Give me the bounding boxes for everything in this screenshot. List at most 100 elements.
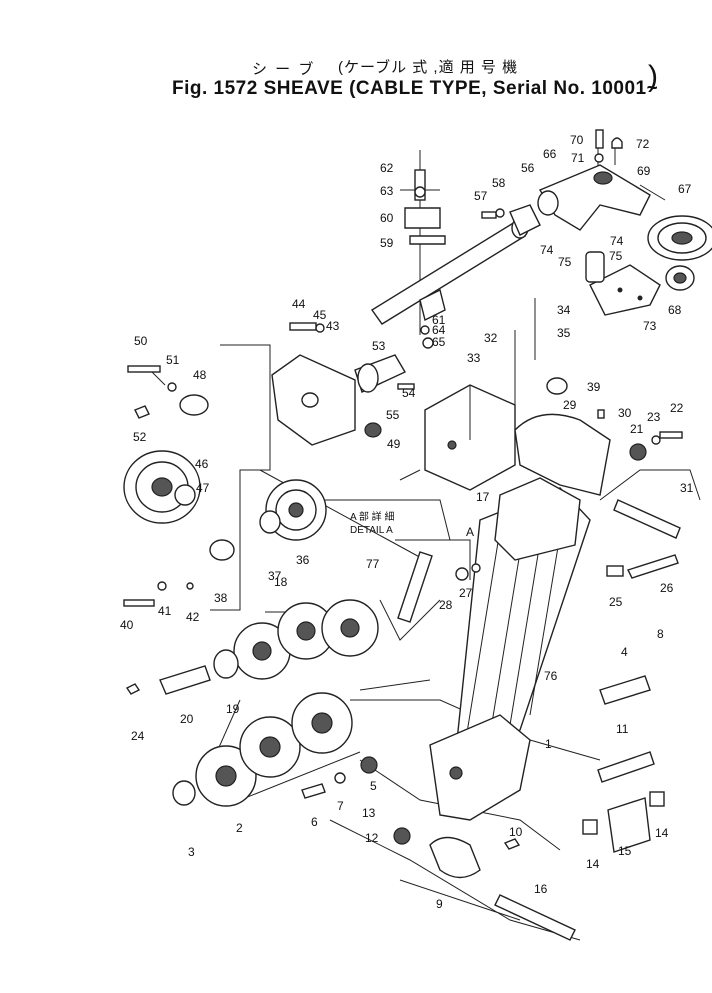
part-label: 29 — [563, 398, 577, 412]
title-japanese-subtitle: (ケーブル 式 ,適 用 号 機 — [338, 59, 519, 76]
part-label: 75 — [609, 249, 623, 263]
part-label: 6 — [311, 815, 318, 829]
part-label: 4 — [621, 645, 628, 659]
part-label: 50 — [134, 334, 148, 348]
part-label: 9 — [436, 897, 443, 911]
left-bracket-43 — [271, 322, 415, 446]
part-label: 27 — [459, 586, 473, 600]
guard-29 — [514, 377, 683, 579]
part-label: 10 — [509, 825, 523, 839]
part-label: 36 — [296, 553, 310, 567]
part-label: 63 — [380, 184, 394, 198]
part-label: 35 — [557, 326, 571, 340]
part-label: 45 — [313, 308, 327, 322]
part-label: 34 — [557, 303, 571, 317]
part-label: 55 — [386, 408, 400, 422]
part-label: 11 — [616, 722, 629, 736]
part-label: 53 — [372, 339, 386, 353]
part-label: 39 — [587, 380, 601, 394]
detail-a-label-jp: A 部 詳 細 — [350, 510, 394, 523]
part-label: 13 — [362, 806, 376, 820]
part-label: 18 — [274, 575, 288, 589]
part-label: 42 — [186, 610, 200, 624]
part-label: 32 — [484, 331, 498, 345]
title-japanese: シ ー ブ — [252, 61, 316, 78]
part-label: 41 — [158, 604, 172, 618]
part-label: 68 — [668, 303, 682, 317]
part-label: 48 — [193, 368, 207, 382]
part-label: 37 — [268, 569, 282, 583]
part-label: 74 — [540, 243, 554, 257]
part-label: 38 — [214, 591, 228, 605]
part-label: 73 — [643, 319, 657, 333]
part-label: 54 — [402, 386, 416, 400]
figure-title: Fig. 1572 SHEAVE (CABLE TYPE, Serial No.… — [172, 78, 659, 99]
part-label: 62 — [380, 161, 394, 175]
part-label: 22 — [670, 401, 684, 415]
part-label: 75 — [558, 255, 572, 269]
part-label: 14 — [586, 857, 600, 871]
top-bracket-assembly — [537, 129, 666, 231]
part-label: 56 — [521, 161, 535, 175]
part-label: 71 — [571, 151, 585, 165]
part-label: 8 — [657, 627, 664, 641]
part-label: 24 — [131, 729, 145, 743]
part-label: 1 — [545, 737, 552, 751]
sheave-36 — [123, 479, 327, 607]
part-label: 69 — [637, 164, 651, 178]
part-labels: 70 72 71 66 69 62 56 58 63 57 67 60 74 5… — [120, 133, 694, 911]
part-label: 40 — [120, 618, 134, 632]
part-label: 70 — [570, 133, 584, 147]
part-label: 23 — [647, 410, 661, 424]
part-label: 20 — [180, 712, 194, 726]
detail-a-marker: A — [466, 525, 474, 539]
shaft-59 — [370, 169, 541, 349]
part-label: 44 — [292, 297, 306, 311]
part-label: 64 — [432, 323, 446, 337]
part-label: 17 — [476, 490, 490, 504]
sheave-group-18 — [125, 599, 379, 695]
part-label: 33 — [467, 351, 481, 365]
part-label: 12 — [365, 831, 379, 845]
sheave-46 — [123, 365, 209, 524]
part-label: 7 — [337, 799, 344, 813]
part-label: 5 — [370, 779, 377, 793]
part-label: 16 — [534, 882, 548, 896]
part-label: 47 — [196, 481, 210, 495]
part-label: 31 — [680, 481, 694, 495]
part-label: 58 — [492, 176, 506, 190]
part-label: 65 — [432, 335, 446, 349]
part-label: 59 — [380, 236, 394, 250]
part-label: 2 — [236, 821, 243, 835]
part-label: 28 — [439, 598, 453, 612]
part-label: 77 — [366, 557, 380, 571]
part-label: 52 — [133, 430, 147, 444]
part-label: 30 — [618, 406, 632, 420]
part-label: 76 — [544, 669, 558, 683]
part-label: 74 — [610, 234, 624, 248]
part-label: 3 — [188, 845, 195, 859]
part-label: 66 — [543, 147, 557, 161]
part-label: 25 — [609, 595, 623, 609]
part-label: 21 — [630, 422, 644, 436]
part-label: 46 — [195, 457, 209, 471]
part-label: 26 — [660, 581, 674, 595]
sheave-group-2 — [172, 692, 411, 845]
part-label: 60 — [380, 211, 394, 225]
part-label: 57 — [474, 189, 488, 203]
part-label: 67 — [678, 182, 692, 196]
part-label: 72 — [636, 137, 650, 151]
part-label: 19 — [226, 702, 240, 716]
bracket-73 — [585, 251, 661, 316]
part-label: 61 — [432, 313, 446, 327]
pulley-67 — [647, 215, 712, 291]
part-label: 15 — [618, 844, 632, 858]
part-label: 14 — [655, 826, 669, 840]
detail-a-label: DETAIL A — [350, 525, 393, 536]
title-closing-paren: ) — [648, 60, 658, 93]
boom-frame-76 — [397, 477, 665, 941]
cover-33 — [424, 384, 516, 491]
part-label: 51 — [166, 353, 180, 367]
